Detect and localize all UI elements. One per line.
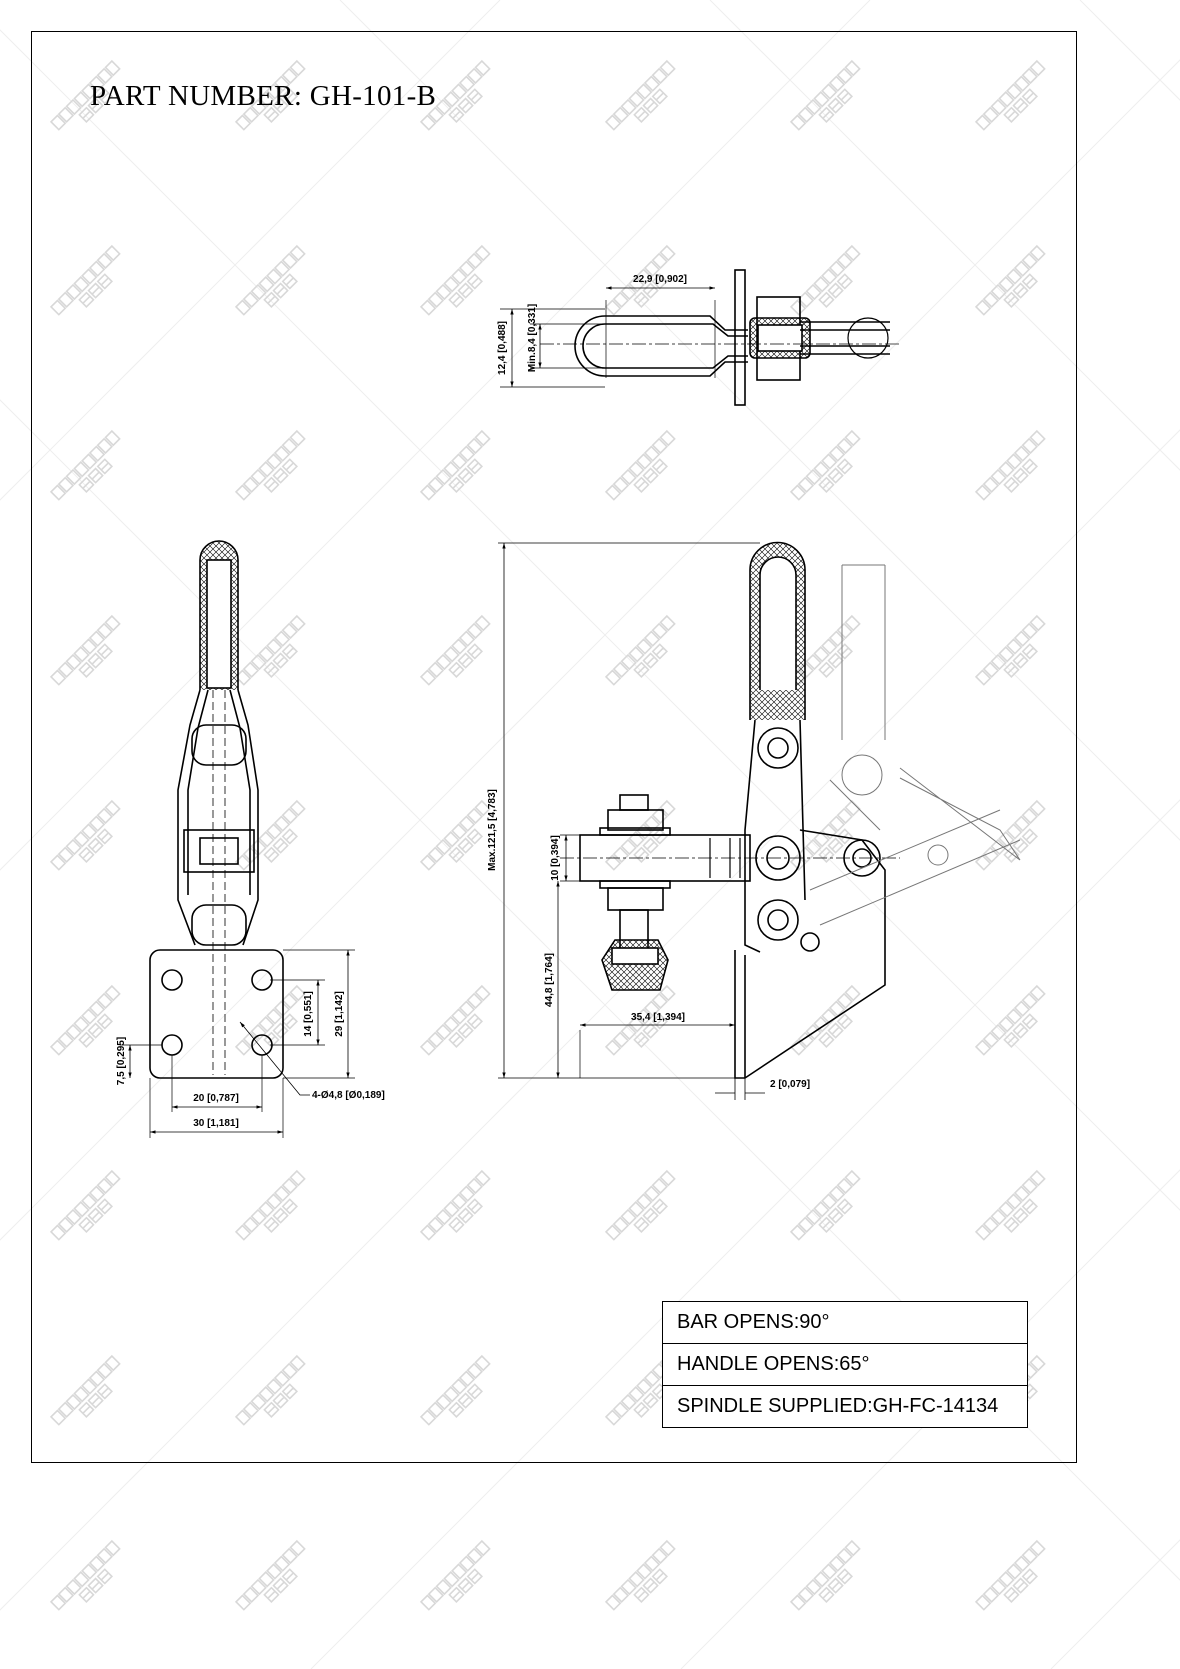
spec-bar-opens: BAR OPENS:90° <box>663 1302 1027 1344</box>
dim-hole-vspacing: 14 [0,551] <box>303 991 314 1037</box>
side-view <box>498 541 1021 1100</box>
dim-bar-thickness: 10 [0,394] <box>550 835 561 881</box>
dim-top-min: Min.8,4 [0,331] <box>527 304 538 372</box>
dim-max-height: Max.121,5 [4,783] <box>487 789 498 871</box>
spec-handle-opens: HANDLE OPENS:65° <box>663 1344 1027 1386</box>
part-number-title: PART NUMBER: GH-101-B <box>90 80 437 112</box>
dim-spindle-height: 44,8 [1,764] <box>544 953 555 1007</box>
drawing-frame <box>31 31 1077 1463</box>
dim-holes: 4-Ø4,8 [Ø0,189] <box>312 1090 385 1101</box>
dim-base-width: 30 [1,181] <box>193 1118 239 1129</box>
spec-spindle-supplied: SPINDLE SUPPLIED:GH-FC-14134 <box>677 1395 999 1417</box>
dim-base-height: 29 [1,142] <box>334 991 345 1037</box>
top-view <box>500 269 900 406</box>
dim-reach: 35,4 [1,394] <box>631 1012 685 1023</box>
spec-table: BAR OPENS:90° HANDLE OPENS:65° SPINDLE S… <box>662 1301 1028 1428</box>
dim-top-width: 22,9 [0,902] <box>633 274 687 285</box>
dim-plate-thickness: 2 [0,079] <box>770 1079 810 1090</box>
front-view <box>120 540 355 1138</box>
dim-hole-hspacing: 20 [0,787] <box>193 1093 239 1104</box>
dim-hole-offset: 7,5 [0,295] <box>116 1037 127 1085</box>
dim-top-height: 12,4 [0,488] <box>497 321 508 375</box>
